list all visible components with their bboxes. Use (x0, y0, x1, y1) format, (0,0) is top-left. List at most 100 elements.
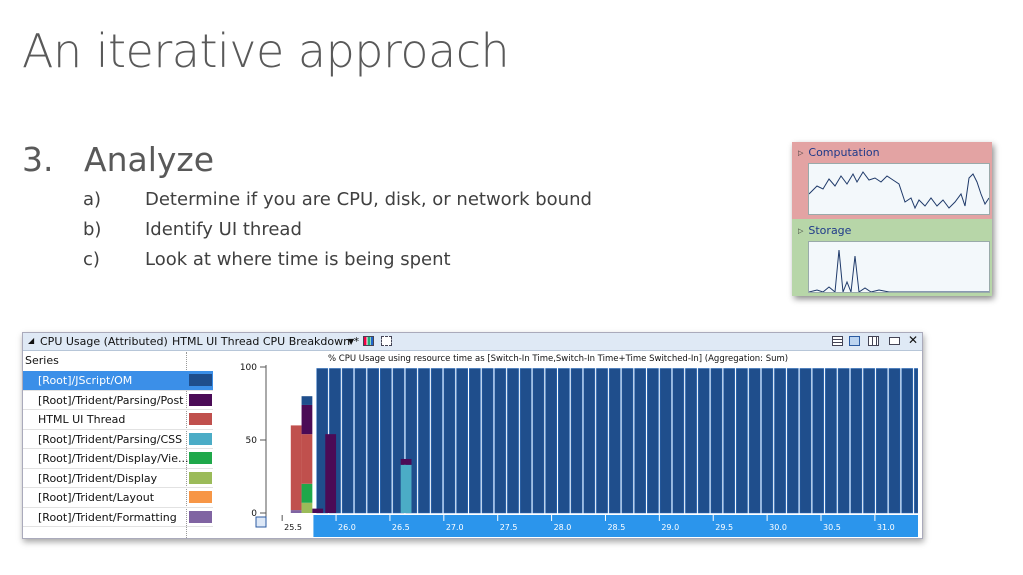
legend-item[interactable]: HTML UI Thread (23, 410, 213, 430)
cpu-bar (532, 368, 545, 514)
slide-title: An iterative approach (22, 24, 510, 78)
list-item: b) Identify UI thread (83, 219, 302, 240)
cpu-bar (570, 368, 583, 514)
cpu-bar (672, 368, 685, 514)
y-tick-label: 100 (240, 363, 257, 373)
cpu-bar (481, 368, 494, 514)
timeline-toggle-icon[interactable] (255, 516, 267, 528)
cpu-usage-chart[interactable]: % CPU Usage using resource time as [Swit… (218, 351, 918, 537)
stacked-bar-segment (301, 483, 313, 503)
settings-grid-icon[interactable] (381, 336, 392, 346)
maximize-icon[interactable] (889, 337, 900, 345)
x-tick-label: 26.5 (392, 523, 410, 532)
legend-item[interactable]: [Root]/Trident/Layout (23, 488, 213, 508)
legend-swatch (189, 393, 212, 406)
step-heading: 3.Analyze (22, 140, 214, 179)
x-tick-label: 30.5 (823, 523, 841, 532)
list-item-text: Identify UI thread (145, 219, 302, 240)
computation-graph (808, 171, 990, 210)
x-tick-label: 28.5 (607, 523, 625, 532)
cpu-bar (799, 368, 812, 514)
series-header: Series (25, 354, 59, 367)
cpu-bar (354, 368, 367, 514)
stacked-bar-segment (325, 434, 337, 513)
chevron-down-icon[interactable]: ▼ (348, 337, 355, 346)
cpu-bar (736, 368, 748, 514)
series-legend: [Root]/JScript/OM [Root]/Trident/Parsing… (23, 371, 213, 527)
cpu-bar (367, 368, 379, 514)
legend-item[interactable]: [Root]/JScript/OM (23, 371, 213, 391)
legend-swatch (189, 471, 212, 484)
collapse-triangle-icon[interactable]: ◢ (28, 336, 35, 345)
list-item-letter: b) (83, 219, 102, 240)
stacked-bar-segment (290, 425, 302, 511)
cpu-bar (901, 368, 914, 514)
list-item-text: Determine if you are CPU, disk, or netwo… (145, 189, 592, 210)
storage-label: Storage (808, 224, 852, 237)
list-item-letter: c) (83, 249, 100, 270)
cpu-bar (888, 368, 901, 514)
cpu-bar (634, 368, 647, 514)
legend-swatch (189, 432, 212, 445)
x-tick-label: 26.0 (338, 523, 356, 532)
graph-and-table-icon[interactable] (832, 336, 843, 346)
y-tick-label: 50 (246, 436, 258, 446)
step-number: 3. (22, 140, 54, 179)
x-tick-label: 31.0 (877, 523, 895, 532)
cpu-bar (621, 368, 634, 514)
cpu-bar (379, 368, 392, 514)
list-item: a) Determine if you are CPU, disk, or net… (83, 189, 592, 210)
cpu-bar (812, 368, 825, 514)
legend-item[interactable]: [Root]/Trident/Parsing/Post (23, 391, 213, 410)
legend-item[interactable]: [Root]/Trident/Display/Vie... (23, 449, 213, 469)
legend-item[interactable]: [Root]/Trident/Display (23, 469, 213, 488)
table-only-icon[interactable] (868, 336, 879, 346)
list-item-text: Look at where time is being spent (145, 249, 451, 270)
cpu-bar (456, 368, 468, 514)
computation-panel[interactable]: ▷Computation (792, 142, 992, 219)
close-icon[interactable]: ✕ (908, 333, 919, 347)
legend-swatch (189, 413, 212, 425)
chart-type-icon[interactable] (363, 336, 374, 346)
cpu-bar (469, 368, 481, 514)
cpu-bar (659, 368, 672, 514)
graph-explorer-thumbnail: ▷Computation ▷ Storage (792, 142, 992, 296)
x-tick-label: 28.0 (554, 523, 572, 532)
cpu-bar (443, 368, 456, 514)
legend-swatch (189, 452, 212, 464)
cpu-bar (875, 368, 888, 514)
legend-item[interactable]: [Root]/Trident/Parsing/CSS (23, 430, 213, 449)
stacked-bar-segment (400, 464, 412, 513)
stacked-bar-segment (301, 434, 313, 484)
x-tick-label: 25.5 (284, 523, 302, 532)
stacked-bar-segment (301, 404, 313, 435)
cpu-bar (545, 368, 558, 514)
cpu-bar (392, 368, 405, 514)
graph-toolbar: ◢ CPU Usage (Attributed) HTML UI Thread … (23, 333, 922, 351)
cpu-bar (341, 368, 354, 514)
cpu-bar (596, 368, 608, 514)
expand-arrow-icon[interactable]: ▷ (798, 227, 804, 235)
legend-swatch (189, 510, 212, 523)
storage-graph (808, 249, 989, 293)
cpu-bar (837, 368, 850, 514)
series-divider (186, 352, 187, 538)
cpu-bar (786, 368, 799, 514)
legend-item[interactable]: [Root]/Trident/Formatting (23, 508, 213, 527)
cpu-bar (697, 368, 710, 514)
preset-dropdown[interactable]: HTML UI Thread CPU Breakdown * (172, 335, 360, 348)
x-tick-label: 29.0 (661, 523, 679, 532)
chart-title: % CPU Usage using resource time as [Swit… (328, 354, 788, 364)
legend-swatch (189, 491, 212, 503)
stacked-bar-segment (301, 396, 313, 405)
cpu-bar (914, 368, 918, 514)
list-item-letter: a) (83, 189, 102, 210)
stacked-bar-segment (301, 502, 313, 513)
expand-arrow-icon[interactable]: ▷ (798, 149, 804, 157)
graph-name: CPU Usage (Attributed) (40, 335, 168, 348)
storage-panel[interactable]: ▷ Storage (792, 219, 992, 296)
list-item: c) Look at where time is being spent (83, 249, 451, 270)
cpu-bar (519, 368, 532, 514)
stacked-bar-segment (290, 510, 302, 513)
graph-only-icon[interactable] (849, 336, 860, 346)
